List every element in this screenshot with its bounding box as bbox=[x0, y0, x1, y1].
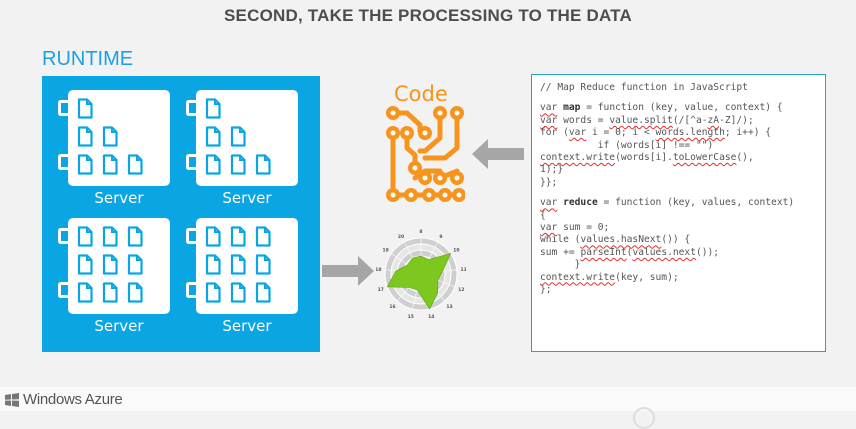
document-icon bbox=[230, 282, 246, 303]
document-icon bbox=[205, 226, 221, 247]
document-icon bbox=[255, 282, 271, 303]
server-box bbox=[196, 90, 298, 186]
server-node: Server bbox=[184, 90, 304, 208]
document-icon bbox=[255, 254, 271, 275]
radar-axis-label: 13 bbox=[446, 304, 452, 310]
server-node: Server bbox=[56, 90, 176, 208]
code-line: var words = value.split(/[^a-zA-Z]/); bbox=[540, 114, 754, 126]
server-label: Server bbox=[94, 189, 144, 207]
code-line: var map = function (key, value, context)… bbox=[540, 102, 783, 114]
server-tab bbox=[186, 228, 196, 244]
server-tab bbox=[58, 228, 68, 244]
server-tab bbox=[186, 100, 196, 116]
document-icon bbox=[77, 154, 93, 175]
server-label: Server bbox=[222, 189, 272, 207]
code-line: }; bbox=[540, 284, 552, 296]
windows-flag-icon bbox=[5, 392, 19, 407]
document-icon bbox=[127, 154, 143, 175]
document-icon bbox=[77, 282, 93, 303]
code-line: var reduce = function (key, values, cont… bbox=[540, 197, 795, 209]
footer: Windows Azure bbox=[0, 387, 856, 429]
server-label: Server bbox=[94, 317, 144, 335]
code-line: while (values.hasNext()) { bbox=[540, 234, 691, 246]
document-icon bbox=[127, 226, 143, 247]
document-icon bbox=[205, 254, 221, 275]
radar-axis-label: 8 bbox=[419, 229, 422, 235]
code-line: { bbox=[540, 209, 546, 221]
document-icon bbox=[77, 126, 93, 147]
server-tab bbox=[58, 154, 68, 170]
server-tab bbox=[58, 282, 68, 298]
radar-axis-label: 18 bbox=[376, 267, 381, 273]
brand-name: Windows Azure bbox=[23, 391, 123, 408]
radar-axis-label: 15 bbox=[408, 314, 414, 320]
slide-title: SECOND, TAKE THE PROCESSING TO THE DATA bbox=[224, 6, 632, 25]
document-icon bbox=[255, 226, 271, 247]
document-icon bbox=[205, 154, 221, 175]
server-node: Server bbox=[56, 218, 176, 336]
document-icon bbox=[127, 282, 143, 303]
code-panel: // Map Reduce function in JavaScript var … bbox=[531, 74, 826, 352]
code-line: sum += parseInt(values.next()); bbox=[540, 246, 720, 258]
radar-axis-label: 17 bbox=[378, 287, 384, 293]
server-box bbox=[68, 218, 170, 314]
document-icon bbox=[230, 226, 246, 247]
document-icon bbox=[102, 154, 118, 175]
code-text: // Map Reduce function in JavaScript var … bbox=[540, 82, 817, 297]
server-box bbox=[68, 90, 170, 186]
document-icon bbox=[230, 126, 246, 147]
code-line: if (words[i] !== "") bbox=[540, 139, 714, 151]
server-tab bbox=[58, 100, 68, 116]
document-icon bbox=[205, 98, 221, 119]
server-label: Server bbox=[222, 317, 272, 335]
document-icon bbox=[102, 226, 118, 247]
radar-axis-label: 14 bbox=[428, 314, 434, 320]
document-icon bbox=[102, 126, 118, 147]
runtime-label: RUNTIME bbox=[42, 48, 134, 70]
circuit-icon bbox=[386, 106, 465, 202]
document-icon bbox=[255, 154, 271, 175]
radar-axis-label: 16 bbox=[389, 304, 395, 310]
code-line: context.write(words[i].toLowerCase(), bbox=[540, 152, 754, 164]
code-line: for (var i = 0; i < words.length; i++) { bbox=[540, 127, 772, 139]
document-icon bbox=[102, 282, 118, 303]
document-icon bbox=[77, 254, 93, 275]
code-label: Code bbox=[394, 82, 448, 106]
radar-axis-label: 9 bbox=[439, 234, 442, 240]
spacer bbox=[540, 94, 817, 102]
document-icon bbox=[127, 254, 143, 275]
code-line: 1);} bbox=[540, 164, 564, 176]
server-tab bbox=[186, 154, 196, 170]
document-icon bbox=[230, 154, 246, 175]
document-icon bbox=[77, 98, 93, 119]
code-line: context.write(key, sum); bbox=[540, 271, 679, 283]
code-line: } bbox=[540, 259, 581, 271]
server-box bbox=[196, 218, 298, 314]
radar-axis-label: 11 bbox=[461, 267, 466, 273]
radar-chart-icon: 8 9 10 11 12 13 14 15 16 17 18 19 20 bbox=[376, 229, 466, 320]
radar-axis-label: 19 bbox=[382, 248, 388, 254]
radar-axis-label: 12 bbox=[458, 287, 464, 293]
code-line: var sum = 0; bbox=[540, 222, 610, 234]
spacer bbox=[540, 189, 817, 197]
document-icon bbox=[205, 282, 221, 303]
code-line: }}; bbox=[540, 176, 558, 188]
server-node: Server bbox=[184, 218, 304, 336]
document-icon bbox=[205, 126, 221, 147]
radar-axis-label: 10 bbox=[453, 248, 459, 254]
document-icon bbox=[77, 226, 93, 247]
arrow-right-icon bbox=[322, 256, 374, 286]
circle-decoration bbox=[633, 407, 655, 429]
windows-azure-logo: Windows Azure bbox=[4, 391, 123, 408]
arrow-left-icon bbox=[472, 139, 524, 169]
radar-axis-label: 20 bbox=[398, 234, 404, 240]
server-tab bbox=[186, 282, 196, 298]
radar-area bbox=[386, 253, 452, 310]
document-icon bbox=[230, 254, 246, 275]
document-icon bbox=[102, 254, 118, 275]
code-line: // Map Reduce function in JavaScript bbox=[540, 82, 748, 93]
